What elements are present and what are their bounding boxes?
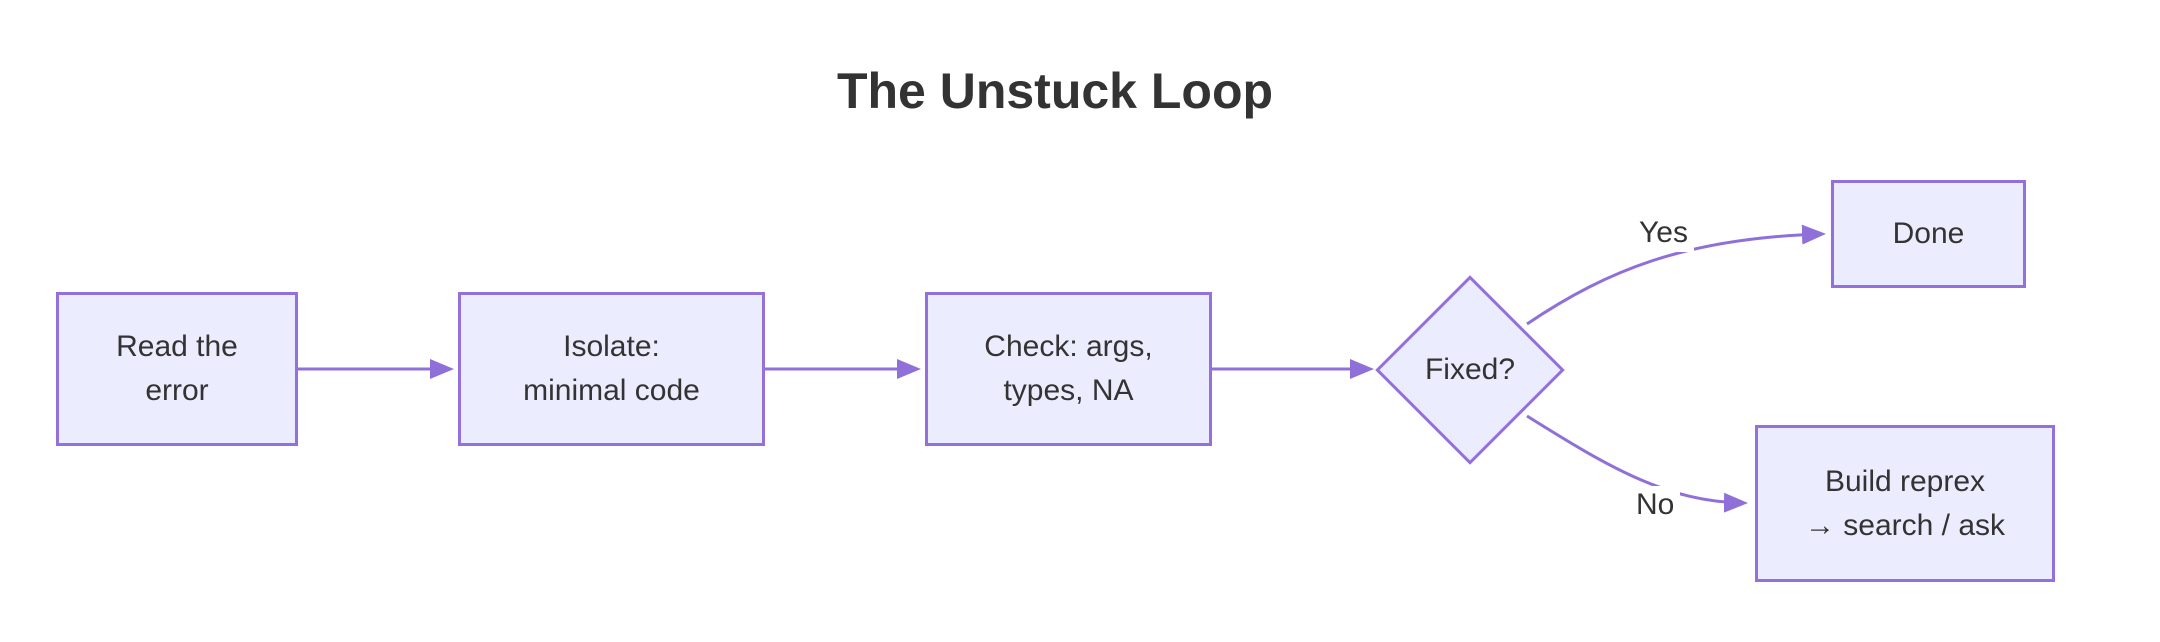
edge-label-no: No (1630, 486, 1681, 524)
node-read-the-error: Read the error (56, 292, 298, 446)
edge-fixed-to-reprex-no (1526, 414, 1748, 513)
diagram-title: The Unstuck Loop (836, 63, 1274, 119)
node-isolate-minimal-code: Isolate: minimal code (458, 292, 765, 446)
node-check-args-types-na: Check: args, types, NA (925, 292, 1212, 446)
decision-fixed-label: Fixed? (1424, 353, 1516, 386)
node-build-reprex: Build reprex → search / ask (1755, 425, 2055, 582)
edge-fixed-to-done-yes (1526, 224, 1826, 326)
edge-label-yes: Yes (1633, 214, 1694, 252)
node-done: Done (1831, 180, 2026, 288)
